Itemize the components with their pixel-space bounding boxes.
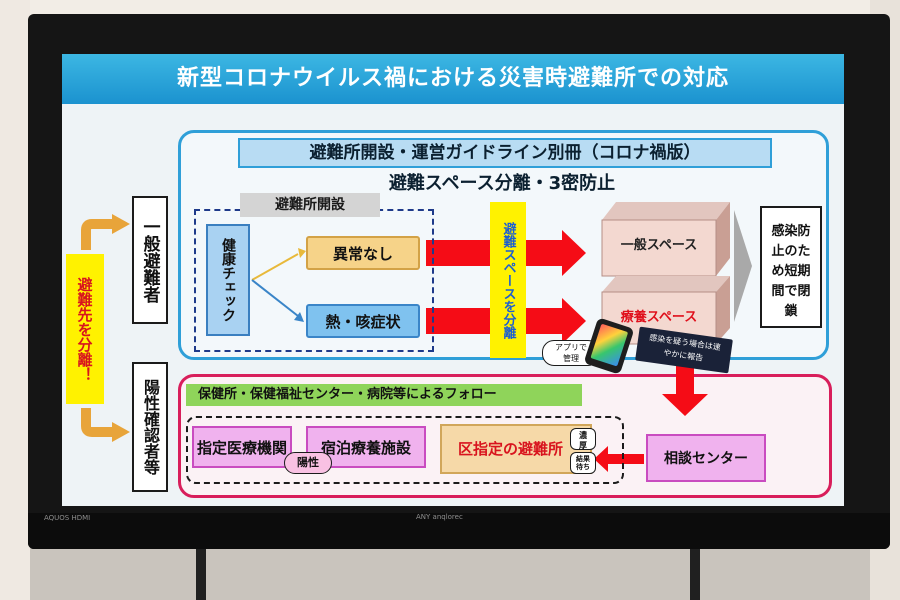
red-arrow-to-ward-shelter — [594, 446, 644, 472]
fever-cough-box: 熱・咳症状 — [306, 304, 420, 338]
red-arrow-to-consultation — [662, 354, 708, 416]
designated-hospital-box: 指定医療機関 — [192, 426, 292, 468]
general-space-label: 一般スペース — [620, 238, 698, 253]
follow-up-bar: 保健所・保健福祉センター・病院等によるフォロー — [186, 384, 582, 406]
care-space-label: 療養スペース — [620, 310, 698, 325]
positive-badge: 陽性 — [284, 452, 332, 474]
evac-arrow-up — [81, 219, 114, 250]
evac-arrow-down — [81, 408, 114, 437]
no-symptoms-box: 異常なし — [306, 236, 420, 270]
positive-person-label: 陽性確認者等 — [132, 362, 168, 492]
tv-bottom-bezel — [28, 513, 890, 549]
ward-shelter-box: 区指定の避難所 — [440, 424, 592, 474]
evac-arrowhead-up — [112, 214, 130, 234]
wall-background-left — [0, 0, 30, 600]
consultation-center-box: 相談センター — [646, 434, 766, 482]
separate-space-label: 避難スペースを分離 — [490, 202, 526, 358]
guideline-title: 避難所開設・運営ガイドライン別冊（コロナ禍版） — [238, 138, 772, 168]
tv-model-label: ANY anqlorec — [416, 513, 463, 521]
separation-subtitle: 避難スペース分離・3密防止 — [388, 173, 616, 194]
tv-stand-right — [690, 548, 700, 600]
slide-screen: 新型コロナウイルス禍における災害時避難所での対応 避難所開設・運営ガイドライン別… — [62, 54, 844, 506]
tv-stand-left — [196, 548, 206, 600]
smartphone-screen — [590, 323, 629, 367]
evac-arrowhead-down — [112, 422, 130, 442]
closure-box: 感染防止のため短期間で閉鎖 — [760, 206, 822, 328]
branch-arrow-fever — [251, 279, 299, 317]
medical-facilities-area — [186, 416, 624, 484]
tv-brand-label: AQUOS HDMI — [44, 514, 91, 522]
waiting-result-badge: 結果待ち — [570, 452, 596, 474]
close-contact-badge: 濃厚 — [570, 428, 596, 450]
branch-arrow-normal — [251, 253, 299, 281]
closure-arrow — [734, 210, 752, 322]
evacuate-separate-label: 避難先を分離！ — [66, 254, 104, 404]
shelter-open-label: 避難所開設 — [240, 193, 380, 217]
slide-title: 新型コロナウイルス禍における災害時避難所での対応 — [62, 54, 844, 104]
general-evacuee-label: 一般避難者 — [132, 196, 168, 324]
diagram-arrows — [81, 202, 752, 472]
health-check-box: 健康チェック — [206, 224, 250, 336]
